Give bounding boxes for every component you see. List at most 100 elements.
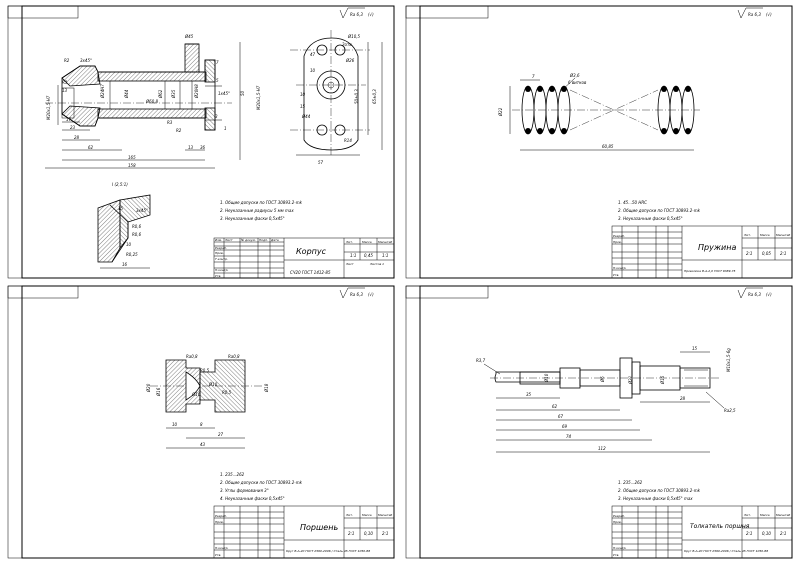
svg-text:43: 43 [200, 442, 206, 447]
svg-text:10: 10 [172, 422, 178, 427]
svg-text:Ø16: Ø16 [156, 387, 161, 397]
svg-text:Ra 6,3: Ra 6,3 [748, 12, 761, 17]
svg-text:Пружина: Пружина [698, 243, 736, 252]
korpus-section-view: M20x1,5-H7 R2 Ø24H7 Ø44 Ø60,8 Ø62 Ø35 Ø2… [45, 34, 245, 169]
svg-text:4. Неуказанные фаски 0,5x45°: 4. Неуказанные фаски 0,5x45° [220, 496, 285, 501]
svg-text:47: 47 [310, 52, 316, 57]
svg-text:Т.контр.: Т.контр. [215, 257, 228, 261]
svg-text:Масса: Масса [362, 240, 372, 244]
svg-text:R3,7: R3,7 [476, 358, 486, 363]
svg-text:Ø20H8: Ø20H8 [194, 84, 199, 99]
svg-text:Круг В-А-20 ГОСТ 2590-2006 / С: Круг В-А-20 ГОСТ 2590-2006 / Сталь 45 ГО… [286, 549, 370, 553]
svg-text:Ø15: Ø15 [660, 375, 665, 385]
svg-text:74: 74 [566, 434, 572, 439]
svg-text:165: 165 [128, 155, 136, 160]
svg-text:Ø45: Ø45 [184, 34, 194, 39]
svg-text:65±0,3: 65±0,3 [372, 89, 377, 104]
svg-text:28: 28 [74, 135, 80, 140]
svg-text:15: 15 [300, 104, 306, 109]
svg-text:2:1: 2:1 [746, 531, 752, 536]
svg-text:10: 10 [126, 242, 132, 247]
svg-text:2:1: 2:1 [348, 531, 354, 536]
svg-text:69: 69 [562, 424, 568, 429]
svg-text:1:1: 1:1 [382, 253, 388, 258]
svg-text:Ø6: Ø6 [600, 376, 605, 383]
pruzhina-title-block: Лит. Масса Масштаб 2:1 0,05 2:1 Разраб. … [611, 225, 793, 279]
svg-text:R14: R14 [344, 138, 352, 143]
svg-text:Пров.: Пров. [215, 251, 224, 255]
svg-text:15: 15 [692, 346, 698, 351]
svg-text:Масса: Масса [760, 513, 770, 517]
svg-text:Н.контр.: Н.контр. [215, 546, 228, 550]
svg-text:0,05: 0,05 [762, 251, 771, 256]
sheet-porshen: Ra 6,3 (√) Ra0,8 Ra0,8 Ø20 Ø16 Ø18 Ø10 R… [7, 285, 395, 559]
svg-text:1. 235...262: 1. 235...262 [618, 480, 643, 485]
svg-text:Н.контр.: Н.контр. [613, 266, 626, 270]
svg-text:Масштаб: Масштаб [378, 240, 392, 244]
svg-text:1: 1 [224, 126, 227, 131]
svg-text:10: 10 [310, 68, 316, 73]
svg-text:I (2,5:1): I (2,5:1) [112, 182, 128, 187]
svg-text:2:1: 2:1 [780, 531, 786, 536]
svg-text:Масса: Масса [362, 513, 372, 517]
svg-text:Ø62: Ø62 [158, 89, 163, 99]
svg-text:Лит.: Лит. [743, 233, 751, 237]
svg-text:112: 112 [598, 446, 606, 451]
svg-text:Лист: Лист [345, 262, 354, 266]
svg-text:2:1: 2:1 [780, 251, 786, 256]
svg-text:Подп.: Подп. [259, 238, 268, 242]
svg-text:8: 8 [200, 422, 203, 427]
svg-text:62: 62 [552, 404, 558, 409]
svg-text:(√): (√) [368, 292, 374, 297]
svg-text:№ докум.: № докум. [240, 238, 256, 242]
svg-text:Ø44: Ø44 [124, 89, 129, 99]
svg-text:Масса: Масса [760, 233, 770, 237]
svg-text:Ø35: Ø35 [171, 89, 176, 99]
svg-text:Ø21: Ø21 [628, 376, 633, 385]
svg-text:3. Неуказанные фаски 0,5x45°: 3. Неуказанные фаски 0,5x45° [220, 216, 285, 221]
svg-text:Ø16: Ø16 [191, 392, 201, 397]
porshen-title-block: Лит. Масса Масштаб 2:1 0,10 2:1 Разраб. … [213, 505, 395, 559]
svg-text:Ø20: Ø20 [146, 383, 151, 393]
svg-text:2. Общие допуски по ГОСТ 30893: 2. Общие допуски по ГОСТ 30893.2-mk [618, 208, 701, 213]
svg-text:35: 35 [526, 392, 532, 397]
svg-text:Изм.: Изм. [215, 238, 222, 242]
svg-text:Масштаб: Масштаб [776, 233, 790, 237]
svg-text:1. Общие допуски по ГОСТ 30893: 1. Общие допуски по ГОСТ 30893.2-mk [220, 200, 303, 205]
svg-text:Утв.: Утв. [613, 553, 619, 557]
svg-text:6 витков: 6 витков [568, 80, 587, 85]
svg-text:50: 50 [240, 90, 245, 96]
svg-text:(√): (√) [766, 12, 772, 17]
svg-text:Листов 1: Листов 1 [369, 262, 384, 266]
svg-text:R3: R3 [167, 120, 173, 125]
svg-text:Ø24H7: Ø24H7 [100, 84, 105, 99]
svg-text:13: 13 [62, 88, 68, 93]
piston-section: Ra0,8 Ra0,8 Ø20 Ø16 Ø18 Ø10 R0,5 Ø16 R0,… [146, 354, 269, 449]
tolkatel-title-block: Лит. Масса Масштаб 2:1 0,10 2:1 Разраб. … [611, 505, 793, 559]
svg-text:Лит.: Лит. [743, 513, 751, 517]
korpus-side-view: M20x1,5-H7 Ø10,5 2отв. Ø26 10 10 15 Ø44 … [256, 30, 383, 165]
svg-text:15: 15 [118, 206, 124, 211]
svg-text:Ø18: Ø18 [264, 383, 269, 393]
svg-text:62: 62 [88, 145, 94, 150]
svg-text:Ø60,8: Ø60,8 [145, 99, 159, 104]
svg-text:Пров.: Пров. [613, 240, 622, 244]
svg-text:Ra0,8: Ra0,8 [186, 354, 198, 359]
svg-text:Утв.: Утв. [215, 553, 221, 557]
sheet-korpus: Ra 6,3 (√) M20x1,5-H7 [7, 5, 395, 279]
roughness-mark: Ra 6,3 (√) [737, 287, 772, 299]
svg-text:Пров.: Пров. [215, 520, 224, 524]
svg-text:1. 45...50 HRC: 1. 45...50 HRC [618, 200, 647, 205]
svg-text:Ø22: Ø22 [498, 107, 503, 117]
svg-text:2:1: 2:1 [382, 531, 388, 536]
svg-text:R3: R3 [62, 80, 68, 85]
svg-text:Ra2,5: Ra2,5 [724, 408, 736, 413]
svg-text:158: 158 [128, 163, 136, 168]
svg-text:0,45: 0,45 [364, 253, 373, 258]
svg-text:(√): (√) [368, 12, 374, 17]
sheet-tolkatel: Ra 6,3 (√) R3,7 Ø10 Ø6 Ø21 Ø15 M10x1,5-6… [405, 285, 793, 559]
svg-text:3: 3 [215, 114, 218, 119]
svg-text:Ø44: Ø44 [301, 114, 311, 119]
svg-text:3. Неуказанные фаски 0,5x45°: 3. Неуказанные фаски 0,5x45° [618, 216, 683, 221]
